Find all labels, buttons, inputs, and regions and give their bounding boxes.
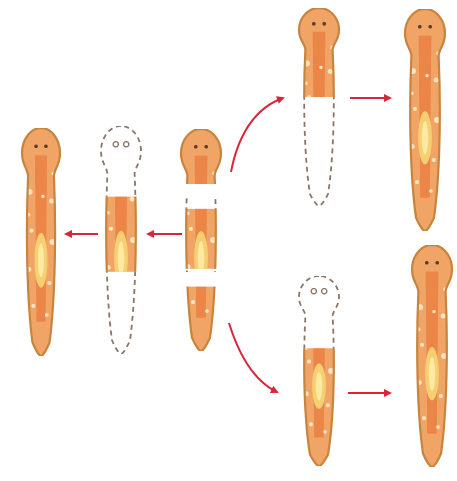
curved-red-arrow-icon	[231, 98, 283, 172]
eyespot-icon	[418, 25, 422, 29]
regenerating-middle-fragment	[81, 121, 161, 359]
worm-tissue	[385, 4, 457, 236]
eyespot-icon	[194, 145, 198, 149]
eyespot-icon	[204, 145, 208, 149]
eyespot-icon	[428, 25, 432, 29]
worm-tissue	[3, 123, 79, 361]
regenerated-worm-left	[3, 123, 79, 361]
eyespot-icon	[322, 22, 326, 26]
head-fragment-regenerating	[279, 3, 359, 211]
regenerated-worm-top-right	[385, 4, 457, 236]
eyespot-icon	[44, 144, 48, 148]
curved-red-arrow-icon	[229, 323, 277, 392]
cut-gap	[178, 272, 228, 286]
eyespot-icon	[312, 22, 316, 26]
tail-fragment-regenerating	[279, 271, 359, 471]
cut-worm-center	[161, 124, 241, 356]
eyespot-icon	[425, 261, 429, 265]
cut-gap	[178, 184, 228, 198]
regenerated-worm-bottom-right	[392, 240, 457, 472]
eyespot-icon	[435, 261, 439, 265]
eyespot-icon	[34, 144, 38, 148]
